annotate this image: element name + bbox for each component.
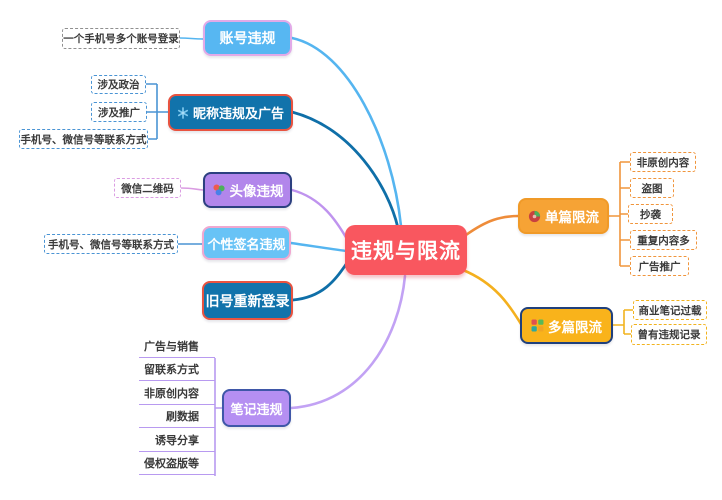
subtopic-multi-account-login[interactable]: 一个手机号多个账号登录 bbox=[62, 28, 180, 49]
camera-lens-icon bbox=[528, 210, 541, 223]
subtopic-plagiarism[interactable]: 抄袭 bbox=[628, 204, 673, 224]
subtopic-politics[interactable]: 涉及政治 bbox=[91, 75, 146, 94]
subtopic-contact-info[interactable]: 手机号、微信号等联系方式 bbox=[19, 129, 148, 149]
topic-note-violation[interactable]: 笔记违规 bbox=[222, 389, 291, 427]
topic-label: 头像违规 bbox=[229, 184, 284, 199]
topic-avatar-violation[interactable]: 头像违规 bbox=[203, 172, 292, 208]
subtopic-wechat-qrcode[interactable]: 微信二维码 bbox=[114, 178, 181, 198]
subtopic-induced-sharing[interactable]: 诱导分享 bbox=[139, 430, 215, 452]
color-grid-icon bbox=[531, 319, 544, 332]
topic-label: 旧号重新登录 bbox=[205, 292, 290, 309]
topic-label: 多篇限流 bbox=[548, 319, 602, 335]
asterisk-burst-icon bbox=[177, 106, 189, 119]
subtopic-violation-history[interactable]: 曾有违规记录 bbox=[631, 324, 707, 345]
subtopic-leaving-contact[interactable]: 留联系方式 bbox=[139, 359, 215, 381]
subtopic-promotion[interactable]: 涉及推广 bbox=[91, 102, 147, 122]
root-topic[interactable]: 违规与限流 bbox=[345, 225, 467, 275]
subtopic-stolen-images[interactable]: 盗图 bbox=[630, 178, 674, 198]
root-topic-label: 违规与限流 bbox=[351, 240, 461, 263]
topic-label: 昵称违规及广告 bbox=[192, 106, 284, 121]
topic-old-account-relogin[interactable]: 旧号重新登录 bbox=[202, 281, 293, 320]
subtopic-non-original-note[interactable]: 非原创内容 bbox=[139, 383, 215, 405]
subtopic-fake-data[interactable]: 刷数据 bbox=[139, 406, 215, 428]
topic-multi-post-limit[interactable]: 多篇限流 bbox=[520, 307, 613, 344]
topic-label: 个性签名违规 bbox=[207, 236, 286, 252]
subtopic-copyright-infringement[interactable]: 侵权盗版等 bbox=[139, 453, 215, 475]
subtopic-contact-info-signature[interactable]: 手机号、微信号等联系方式 bbox=[44, 234, 178, 254]
subtopic-ad-promotion[interactable]: 广告推广 bbox=[630, 256, 689, 276]
topic-single-post-limit[interactable]: 单篇限流 bbox=[518, 198, 609, 234]
topic-label: 单篇限流 bbox=[545, 210, 599, 225]
topic-label: 账号违规 bbox=[219, 30, 276, 46]
subtopic-ads-and-sales[interactable]: 广告与销售 bbox=[139, 336, 215, 358]
balloons-icon bbox=[212, 183, 226, 197]
topic-label: 笔记违规 bbox=[230, 401, 283, 417]
topic-nickname-violation[interactable]: 昵称违规及广告 bbox=[168, 94, 293, 131]
topic-signature-violation[interactable]: 个性签名违规 bbox=[202, 226, 291, 260]
subtopic-commercial-overload[interactable]: 商业笔记过载 bbox=[633, 300, 707, 320]
subtopic-repetitive-content[interactable]: 重复内容多 bbox=[630, 230, 697, 250]
subtopic-non-original[interactable]: 非原创内容 bbox=[630, 152, 696, 172]
topic-account-violation[interactable]: 账号违规 bbox=[203, 20, 292, 56]
